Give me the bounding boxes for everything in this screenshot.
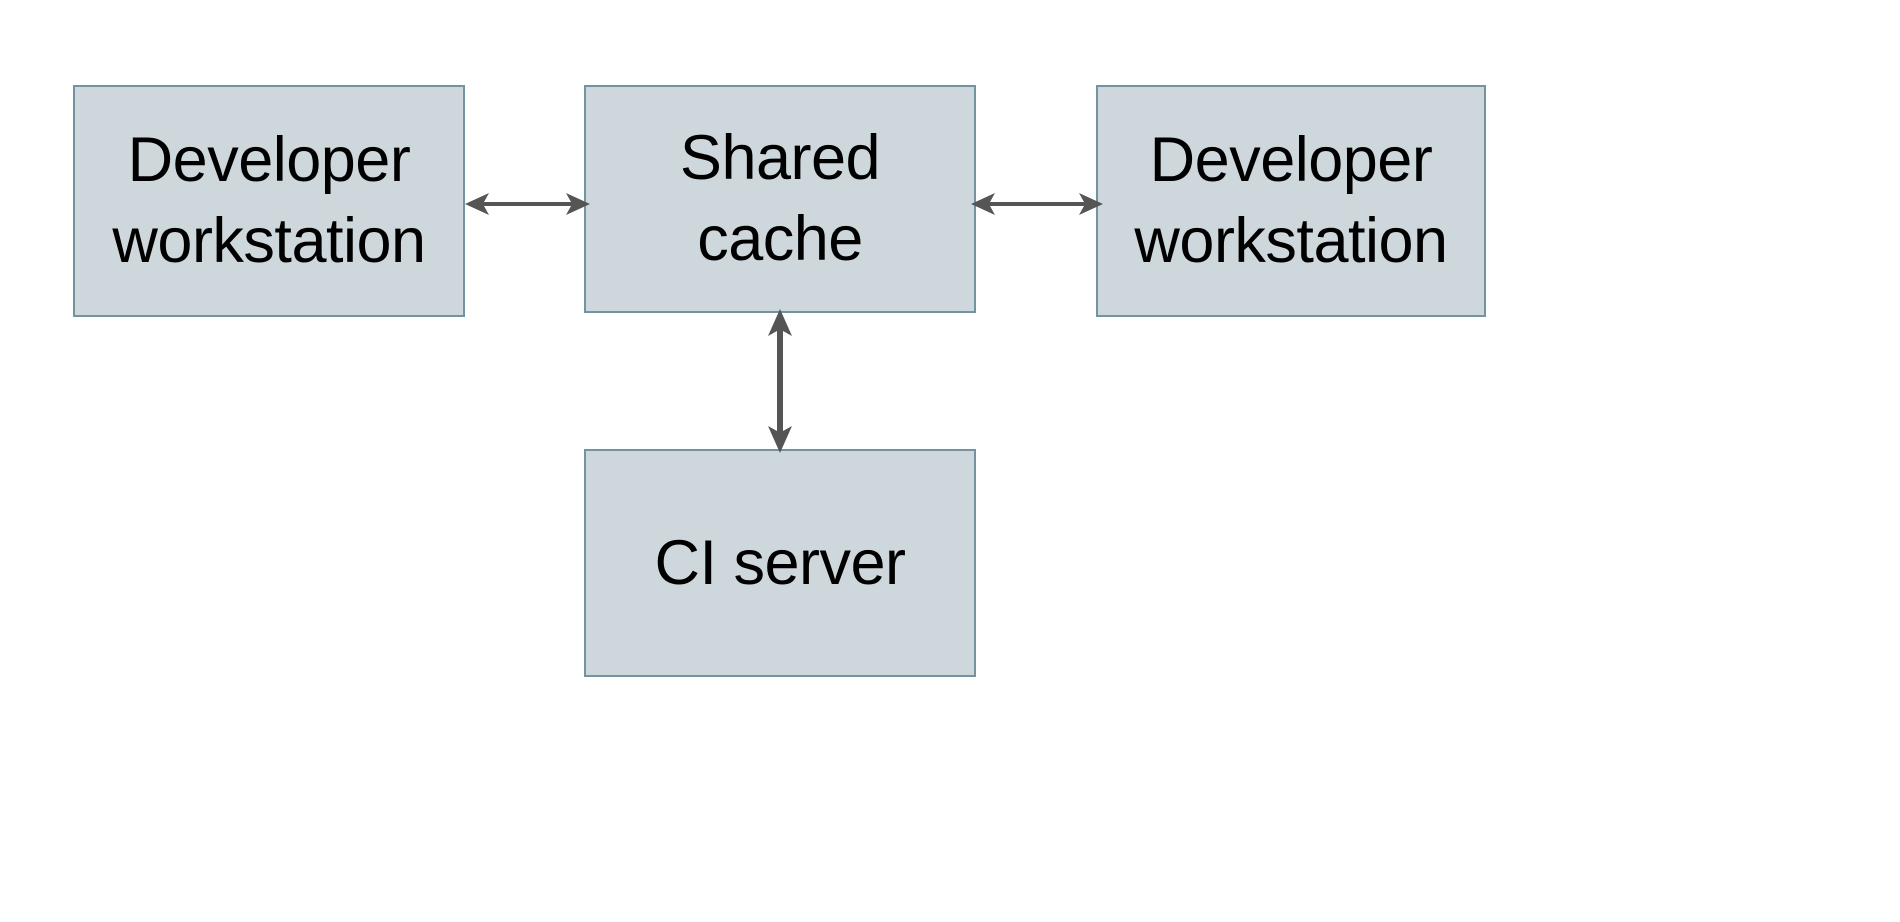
node-label: Shared cache [679,123,881,274]
edge-dev-left-to-cache[interactable] [460,175,595,233]
node-developer-workstation-left[interactable]: Developer workstation [73,85,465,317]
double-arrow-icon [768,309,792,453]
node-label: Developer workstation [1134,125,1448,276]
node-label: CI server [654,527,906,598]
node-ci-server[interactable]: CI server [584,449,976,677]
edge-cache-to-dev-right[interactable] [966,175,1108,233]
node-label: Developer workstation [112,125,426,276]
node-developer-workstation-right[interactable]: Developer workstation [1096,85,1486,317]
node-shared-cache[interactable]: Shared cache [584,85,976,313]
edge-cache-to-ci[interactable] [750,305,810,457]
double-arrow-icon [465,193,590,215]
double-arrow-icon [971,193,1103,215]
